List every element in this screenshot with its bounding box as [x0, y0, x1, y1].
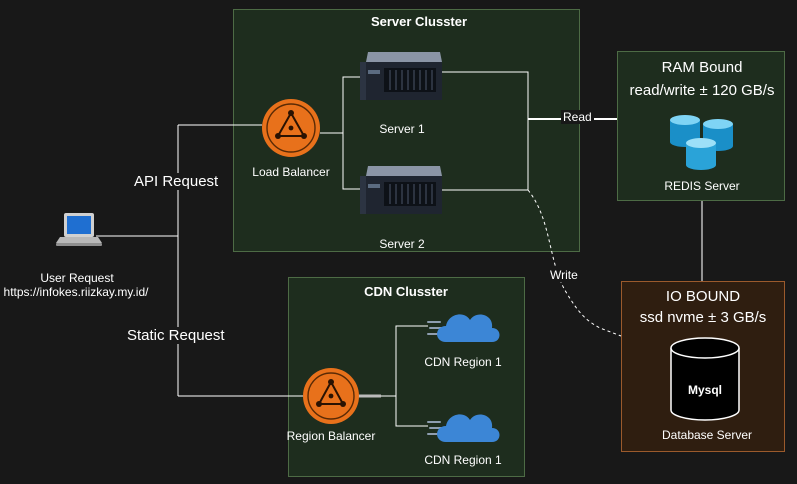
user-request-url: https://infokes.riizkay.my.id/	[3, 285, 149, 299]
io-cluster-title: IO BOUND	[665, 288, 741, 305]
load-balancer-label: Load Balancer	[252, 165, 330, 179]
redis-icon	[670, 115, 733, 170]
ram-cluster	[617, 51, 785, 201]
user-request-label: User Request	[40, 271, 114, 285]
static-request-label: Static Request	[126, 327, 226, 344]
database-server-label: Database Server	[661, 428, 753, 442]
server2-icon	[360, 166, 442, 214]
cdn2-cloud-icon	[427, 414, 500, 442]
cdn1-cloud-icon	[427, 314, 500, 342]
mysql-label: Mysql	[687, 383, 723, 397]
server1-label: Server 1	[379, 122, 425, 136]
edge-write	[527, 189, 622, 337]
edge-lb-server2	[342, 133, 360, 190]
server2-label: Server 2	[379, 237, 425, 251]
read-label: Read	[561, 110, 594, 124]
edge-lb-server1	[320, 76, 360, 134]
edge-rb-cdn2	[395, 396, 428, 427]
edge-servers-read	[441, 71, 529, 191]
ram-cluster-title: RAM Bound	[661, 59, 743, 76]
ram-cluster-speed: read/write ± 120 GB/s	[629, 82, 775, 99]
region-balancer-label: Region Balancer	[286, 429, 376, 443]
cdn1-label: CDN Region 1	[424, 355, 502, 369]
region-balancer-icon	[303, 368, 359, 424]
server1-icon	[360, 52, 442, 100]
server-cluster-title: Server Clusster	[370, 14, 468, 29]
cdn-cluster-title: CDN Clusster	[364, 284, 448, 299]
io-cluster-speed: ssd nvme ± 3 GB/s	[639, 309, 767, 326]
edge-rb-cdn1	[395, 325, 428, 396]
load-balancer-icon	[262, 99, 320, 157]
laptop-icon	[56, 213, 102, 246]
write-label: Write	[548, 268, 580, 282]
redis-label: REDIS Server	[664, 179, 740, 193]
cdn2-label: CDN Region 1	[424, 453, 502, 467]
api-request-label: API Request	[133, 173, 220, 190]
database-icon	[670, 337, 740, 421]
